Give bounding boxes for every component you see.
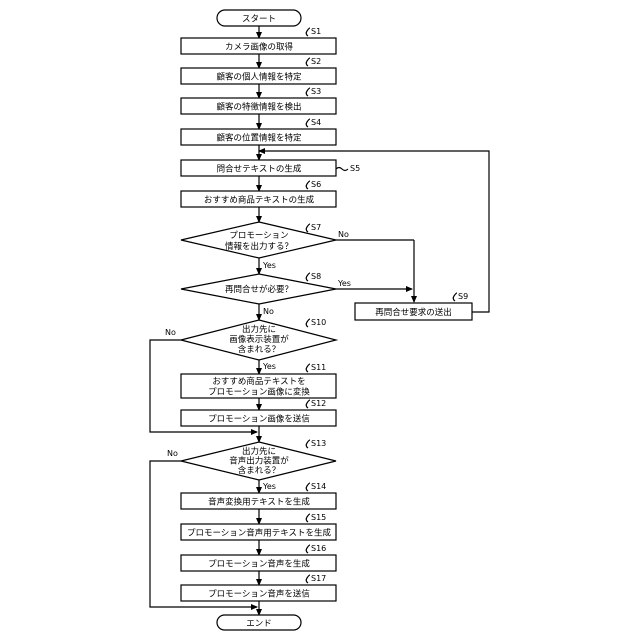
decision-s7-line1: プロモーション (229, 231, 288, 241)
step-s8-hook (306, 273, 310, 281)
step-s16-id: S16 (311, 544, 326, 553)
decision-s13-line3: 含まれる？ (238, 465, 281, 476)
step-s11-hook (306, 364, 310, 372)
s10-no-label: No (165, 328, 176, 337)
step-s4-id: S4 (311, 118, 321, 127)
step-s10-hook (306, 319, 310, 327)
step-s6-hook (306, 181, 310, 189)
step-s2-id: S2 (311, 57, 321, 66)
step-s5-text: 問合せテキストの生成 (217, 164, 302, 175)
step-s3-id: S3 (311, 87, 321, 96)
step-s7-id: S7 (311, 223, 321, 232)
decision-s10-line3: 含まれる？ (238, 344, 281, 355)
decision-s8-text: 再問合せが必要？ (225, 284, 293, 295)
s7-yes-label: Yes (262, 261, 276, 270)
step-s10-id: S10 (311, 318, 326, 327)
s8-no-label: No (263, 307, 274, 316)
step-s17-text: プロモーション音声を送信 (208, 589, 310, 600)
step-s14-id: S14 (311, 482, 326, 491)
s8-yes-label: Yes (337, 279, 351, 288)
step-s15-hook (306, 514, 310, 522)
step-s7-hook (306, 224, 310, 232)
step-s6-id: S6 (311, 180, 321, 189)
step-s1-text: カメラ画像の取得 (225, 42, 294, 53)
step-s4-hook (306, 119, 310, 127)
step-s15-text: プロモーション音声用テキストを生成 (187, 528, 332, 539)
step-s1-id: S1 (311, 27, 321, 36)
decision-s13-line2: 音声出力装置が (229, 456, 289, 467)
step-s11-id: S11 (311, 363, 326, 372)
step-s5-id: S5 (350, 164, 360, 173)
step-s13-hook (306, 440, 310, 448)
step-s12-text: プロモーション画像を送信 (208, 414, 310, 425)
s10-yes-label: Yes (262, 362, 276, 371)
step-s9-hook (453, 293, 457, 301)
step-s5-leader (336, 168, 348, 171)
s13-no-label: No (167, 449, 178, 458)
step-s6-text: おすすめ商品テキストの生成 (204, 195, 315, 206)
decision-s10-line1: 出力先に (242, 324, 276, 335)
step-s2-text: 顧客の個人情報を特定 (216, 72, 302, 83)
step-s14-hook (306, 483, 310, 491)
step-s13-id: S13 (311, 439, 326, 448)
decision-s7-line2: 情報を出力する？ (225, 241, 293, 252)
step-s2-hook (306, 58, 310, 66)
step-s9-text: 再問合せ要求の送出 (375, 307, 452, 318)
step-s17-id: S17 (311, 574, 326, 583)
end-label: エンド (246, 619, 272, 629)
step-s11-line1: おすすめ商品テキストを (212, 376, 305, 387)
step-s17-hook (306, 575, 310, 583)
step-s1-hook (306, 28, 310, 36)
step-s3-text: 顧客の特徴情報を検出 (216, 102, 301, 113)
decision-s10-line2: 画像表示装置が (229, 334, 289, 345)
step-s16-hook (306, 545, 310, 553)
step-s4-text: 顧客の位置情報を特定 (216, 133, 302, 144)
step-s8-id: S8 (311, 272, 321, 281)
step-s12-hook (306, 400, 310, 408)
step-s15-id: S15 (311, 513, 326, 522)
step-s3-hook (306, 88, 310, 96)
step-s9-id: S9 (458, 292, 468, 301)
decision-s13-line1: 出力先に (242, 446, 276, 457)
step-s11-line2: プロモーション画像に変換 (208, 387, 310, 398)
step-s14-text: 音声変換用テキストを生成 (208, 497, 310, 508)
s7-no-label: No (338, 230, 349, 239)
s13-yes-label: Yes (262, 482, 276, 491)
step-s16-text: プロモーション音声を生成 (208, 559, 310, 570)
step-s12-id: S12 (311, 399, 326, 408)
start-label: スタート (242, 15, 276, 25)
